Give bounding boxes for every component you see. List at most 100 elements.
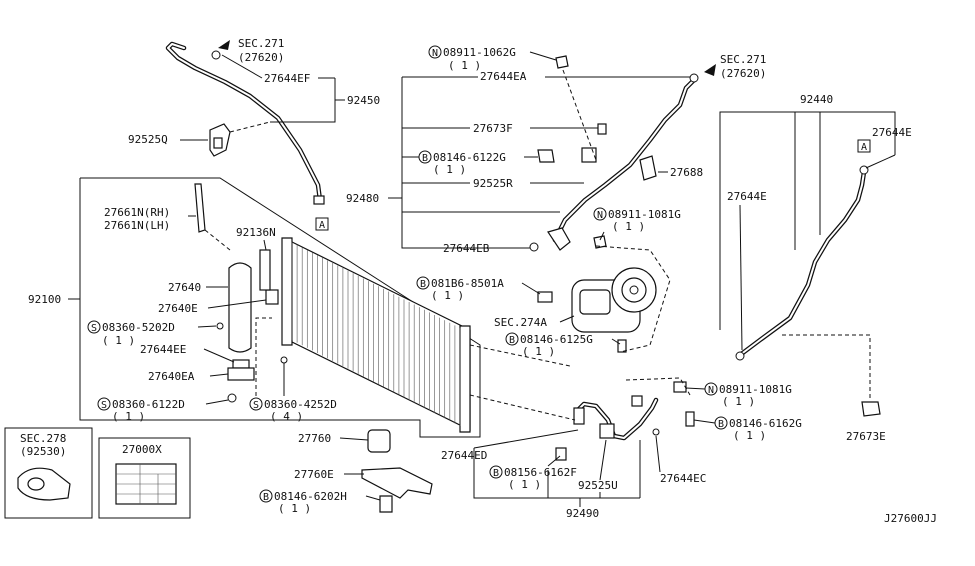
label-27644ef: 27644EF	[264, 72, 310, 85]
pipe-92490	[555, 381, 695, 461]
sec278-sublabel: (92530)	[20, 445, 66, 458]
svg-text:B: B	[493, 468, 499, 479]
ref-a-label-1: A	[319, 220, 325, 231]
sec271-sublabel-b: (27620)	[720, 67, 766, 80]
condenser-core	[281, 237, 471, 433]
svg-text:N: N	[432, 48, 438, 59]
frame-92100	[79, 177, 481, 438]
label-08911-1081g-a: 08911-1081G	[608, 208, 681, 221]
qty-08360-5202d: ( 1 )	[102, 334, 135, 347]
qty-08360-4252d: ( 4 )	[270, 410, 303, 423]
prefix-b-3	[505, 332, 519, 346]
svg-text:B: B	[420, 279, 426, 290]
label-27644ed: 27644ED	[441, 449, 487, 462]
label-27673e: 27673E	[846, 430, 886, 443]
svg-text:N: N	[708, 385, 714, 396]
label-08146-6202h: 08146-6202H	[274, 490, 347, 503]
svg-text:S: S	[101, 400, 107, 411]
ref-a-label-2: A	[861, 142, 867, 153]
qty-08911-1062g: ( 1 )	[448, 59, 481, 72]
label-27760: 27760	[298, 432, 331, 445]
label-27688: 27688	[670, 166, 703, 179]
bracket-27760	[361, 429, 433, 513]
prefix-s-2	[97, 397, 111, 411]
qty-08146-6122g: ( 1 )	[433, 163, 466, 176]
label-27644ea: 27644EA	[480, 70, 527, 83]
prefix-s-1	[87, 320, 101, 334]
label-08360-5202d: 08360-5202D	[102, 321, 175, 334]
bracket-92525q	[209, 123, 231, 157]
label-08911-1081g-b: 08911-1081G	[719, 383, 792, 396]
prefix-b-5	[489, 465, 503, 479]
label-27673f: 27673F	[473, 122, 513, 135]
label-08911-1062g: 08911-1062G	[443, 46, 516, 59]
label-92525q: 92525Q	[128, 133, 168, 146]
svg-text:B: B	[422, 153, 428, 164]
svg-text:N: N	[597, 210, 603, 221]
label-27640: 27640	[168, 281, 201, 294]
label-08156-6162f: 08156-6162F	[504, 466, 577, 479]
label-sec274a: SEC.274A	[494, 316, 547, 329]
label-92480: 92480	[346, 192, 379, 205]
qty-08146-6202h: ( 1 )	[278, 502, 311, 515]
pipe-92440	[735, 165, 869, 361]
svg-text:B: B	[263, 492, 269, 503]
label-27644ec: 27644EC	[660, 472, 706, 485]
prefix-n-2	[593, 207, 607, 221]
pipe-92450	[165, 41, 325, 205]
label-08146-6122g: 08146-6122G	[433, 151, 506, 164]
label-92525u: 92525U	[578, 479, 618, 492]
arrow-sec271-a	[218, 40, 230, 50]
qty-08911-1081g-a: ( 1 )	[612, 220, 645, 233]
clip-27673e	[861, 401, 881, 417]
label-27644e-b: 27644E	[727, 190, 767, 203]
qty-08911-1081g-b: ( 1 )	[722, 395, 755, 408]
label-27661n-lh: 27661N(LH)	[104, 219, 170, 232]
clamp-92530	[17, 467, 71, 501]
box-sec278	[4, 427, 93, 519]
label-92450: 92450	[347, 94, 380, 107]
sec271-sublabel-a: (27620)	[238, 51, 284, 64]
box-27000x	[98, 437, 191, 519]
label-92136n: 92136N	[236, 226, 276, 239]
compressor	[537, 267, 657, 353]
label-27644eb: 27644EB	[443, 242, 490, 255]
prefix-b-6	[259, 489, 273, 503]
label-92440: 92440	[800, 93, 833, 106]
label-27661n-rh: 27661N(RH)	[104, 206, 170, 219]
diagram-code: J27600JJ	[884, 512, 937, 525]
sec271-label-a: SEC.271	[238, 37, 284, 50]
receiver-tank-27640	[216, 249, 279, 403]
prefix-s-3	[249, 397, 263, 411]
qty-08146-6125g: ( 1 )	[522, 345, 555, 358]
label-27640e: 27640E	[158, 302, 198, 315]
svg-text:B: B	[718, 419, 724, 430]
label-plate-27000x	[115, 463, 177, 505]
label-08360-4252d: 08360-4252D	[264, 398, 337, 411]
svg-text:S: S	[253, 400, 259, 411]
svg-text:S: S	[91, 323, 97, 334]
label-081b6-8501a: 081B6-8501A	[431, 277, 504, 290]
label-27760e: 27760E	[294, 468, 334, 481]
label-92100: 92100	[28, 293, 61, 306]
sec278-label: SEC.278	[20, 432, 66, 445]
pipe-92480	[529, 55, 699, 252]
qty-081b6-8501a: ( 1 )	[431, 289, 464, 302]
label-27640ea: 27640EA	[148, 370, 195, 383]
qty-08146-6162g: ( 1 )	[733, 429, 766, 442]
prefix-b-2	[416, 276, 430, 290]
label-92490: 92490	[566, 507, 599, 520]
label-27644e-a: 27644E	[872, 126, 912, 139]
prefix-n-1	[428, 45, 442, 59]
qty-08156-6162f: ( 1 )	[508, 478, 541, 491]
label-08146-6162g: 08146-6162G	[729, 417, 802, 430]
ref-box-a-2	[857, 139, 871, 153]
ref-box-a-1	[315, 217, 329, 231]
label-92525r: 92525R	[473, 177, 513, 190]
label-27644ee: 27644EE	[140, 343, 186, 356]
bracket-27661n	[194, 183, 206, 233]
arrow-sec271-b	[704, 64, 716, 76]
label-08360-6122d: 08360-6122D	[112, 398, 185, 411]
